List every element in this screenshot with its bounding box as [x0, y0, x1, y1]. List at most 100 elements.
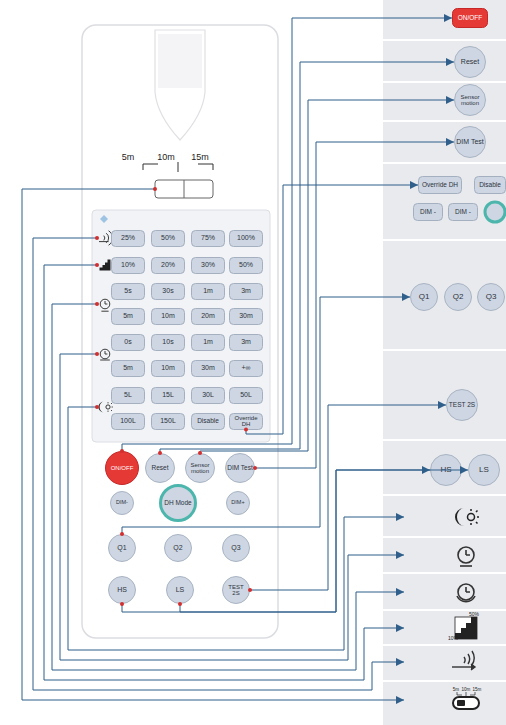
button-label: Q1 [117, 544, 126, 551]
daylight-icon [98, 402, 112, 413]
dim-level-icon [455, 617, 477, 639]
leader-line [200, 100, 454, 453]
button-label: TEST 2S [224, 584, 248, 597]
button-label: DIM - [455, 209, 471, 216]
setting-button: Disable [474, 176, 506, 194]
setting-button: 30m [229, 308, 263, 325]
button-label: +∞ [241, 364, 250, 371]
setting-button: 50% [151, 230, 185, 247]
leader-line [122, 297, 410, 534]
button-label: 100% [237, 234, 255, 241]
leader-line [246, 185, 418, 434]
setting-button: 5s [111, 283, 145, 300]
dim-button: DIM - [413, 203, 443, 221]
button-label: DIM- [116, 500, 128, 506]
button-label: 10% [121, 261, 135, 268]
setting-button: 0s [111, 334, 145, 351]
button-label: Override DH [422, 182, 458, 189]
button-label: 20% [161, 261, 175, 268]
range-label: 10m [462, 687, 471, 692]
setting-button: Disable [191, 413, 225, 430]
setting-button: 100L [111, 413, 145, 430]
range-switch [184, 180, 185, 198]
range-label: 15m [191, 152, 209, 162]
setting-button: Override DH [229, 413, 263, 430]
button-label: Q3 [231, 544, 240, 551]
sensitivity-button: LS [166, 576, 194, 604]
setting-button: 5m [111, 308, 145, 325]
button-label: 1m [203, 338, 213, 345]
button-label: Q2 [173, 544, 182, 551]
setting-button: 30s [151, 283, 185, 300]
button-label: 50L [240, 391, 252, 398]
connection-dot [248, 588, 252, 592]
scene-button: Q1 [410, 283, 438, 311]
sensor-button: Sensor motion [454, 84, 486, 116]
hold-time-icon [100, 299, 110, 311]
button-label: 50% [161, 234, 175, 241]
motion-icon [452, 651, 475, 670]
button-label: DIM Test [227, 465, 253, 472]
dim-level-icon [100, 260, 111, 271]
range-label: 15m [473, 687, 482, 692]
setting-button: 10m [151, 360, 185, 377]
dim-button: DIM - [448, 203, 478, 221]
dh-mode-ring [485, 202, 505, 222]
setting-button: 1m [191, 283, 225, 300]
button-label: 5L [124, 391, 132, 398]
button-label: 30s [162, 287, 173, 294]
test-button: TEST 2S [222, 576, 250, 604]
button-label: TEST 2S [449, 402, 475, 409]
range-switch [155, 180, 213, 198]
connection-dot [120, 449, 124, 453]
button-label: Sensor motion [456, 94, 484, 107]
button-label: Reset [152, 465, 169, 472]
sensitivity-button: LS [468, 454, 500, 486]
button-label: 30L [202, 391, 214, 398]
sensitivity-button: HS [108, 576, 136, 604]
button-label: Q2 [453, 293, 464, 301]
connection-dot [120, 602, 124, 606]
button-label: DIM Test [456, 138, 484, 145]
button-label: DIM+ [231, 500, 244, 506]
scene-button: Q2 [164, 534, 192, 562]
button-label: 50% [239, 261, 253, 268]
leader-line [22, 189, 404, 700]
setting-button: 10s [151, 334, 185, 351]
daylight-icon [455, 508, 479, 526]
setting-button: 30m [191, 360, 225, 377]
button-label: 30m [201, 364, 215, 371]
connection-dot [198, 451, 202, 455]
setting-button: 5m [111, 360, 145, 377]
range-label: 10m [157, 152, 175, 162]
motion-icon [99, 231, 113, 245]
settings-panel [92, 210, 270, 442]
button-label: 25% [121, 234, 135, 241]
sensor-lens [155, 30, 205, 140]
button-label: 10m [161, 364, 175, 371]
connection-dot [120, 532, 124, 536]
connection-dot [95, 187, 157, 409]
button-label: 5m [123, 312, 133, 319]
reset-button: Reset [145, 453, 175, 483]
button-label: ON/OFF [111, 465, 134, 471]
leader-line [122, 18, 452, 451]
leader-line [122, 470, 430, 612]
setting-button: +∞ [229, 360, 263, 377]
setting-button: 30% [191, 257, 225, 274]
button-label: 20m [201, 312, 215, 319]
button-label: 0s [124, 338, 131, 345]
button-label: Reset [461, 58, 479, 65]
sensor-window [158, 34, 202, 88]
setting-button: 50L [229, 387, 263, 404]
button-label: 10m [161, 312, 175, 319]
leader-line [180, 470, 468, 612]
legend-column [383, 0, 506, 725]
button-label: LS [176, 586, 185, 593]
button-label: 5s [124, 287, 131, 294]
connection-dot [158, 451, 162, 455]
button-label: 3m [241, 338, 251, 345]
setting-button: 3m [229, 334, 263, 351]
standby-time-icon [457, 584, 475, 602]
setting-button: 20% [151, 257, 185, 274]
